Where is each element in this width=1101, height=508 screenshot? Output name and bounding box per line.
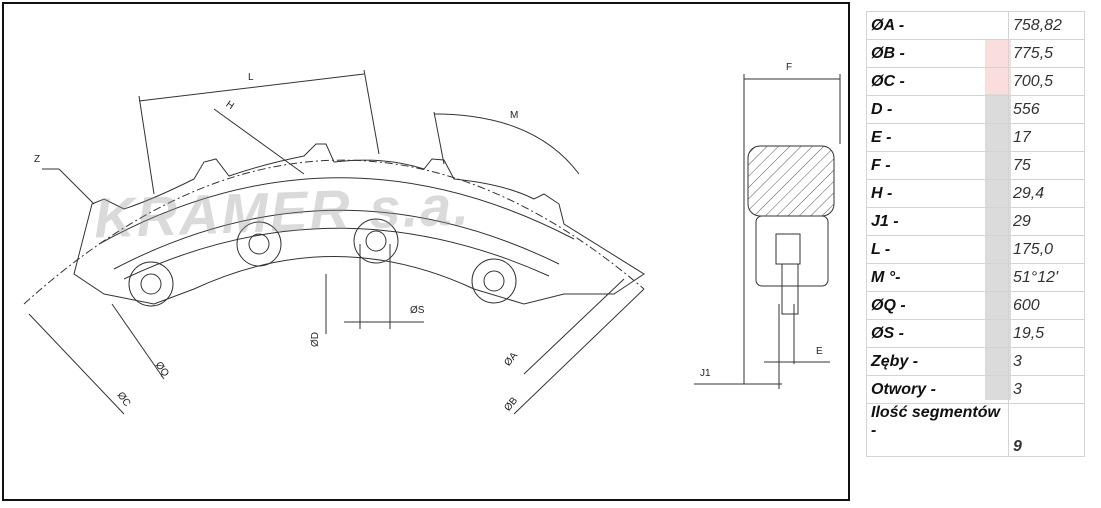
spec-key: Ilość segmentów - <box>866 403 1009 457</box>
spec-row: ØB -775,5 <box>866 39 1085 68</box>
spec-value: 17 <box>1008 123 1085 152</box>
spec-key: M °- <box>866 263 1009 292</box>
spec-row: ØC -700,5 <box>866 67 1085 96</box>
spec-value: 600 <box>1008 291 1085 320</box>
spec-key: Otwory - <box>866 375 1009 404</box>
spec-value: 175,0 <box>1008 235 1085 264</box>
dim-label-e: E <box>816 346 823 357</box>
spec-row: Otwory -3 <box>866 375 1085 404</box>
spec-key: ØB - <box>866 39 1009 68</box>
dim-label-z: Z <box>34 154 41 165</box>
spec-value: 758,82 <box>1008 11 1085 40</box>
watermark-logo: KRAMER s.a. <box>93 173 472 250</box>
spec-key: J1 - <box>866 207 1009 236</box>
spec-value: 775,5 <box>1008 39 1085 68</box>
technical-drawing: KRAMER s.a. L H M Z ØD ØS ØQ ØC ØA ØB F … <box>2 2 850 501</box>
dim-label-d: ØD <box>310 332 321 347</box>
spec-row: Zęby -3 <box>866 347 1085 376</box>
spec-row: F -75 <box>866 151 1085 180</box>
spec-row: ØS -19,5 <box>866 319 1085 348</box>
spec-row: Ilość segmentów -9 <box>866 403 1085 457</box>
spec-key: L - <box>866 235 1009 264</box>
spec-row: ØQ -600 <box>866 291 1085 320</box>
dim-label-j1: J1 <box>700 368 711 379</box>
spec-row: H -29,4 <box>866 179 1085 208</box>
spec-key: D - <box>866 95 1009 124</box>
spec-key: ØS - <box>866 319 1009 348</box>
spec-value: 556 <box>1008 95 1085 124</box>
spec-key: Zęby - <box>866 347 1009 376</box>
diameter-b-arc <box>23 159 645 305</box>
spec-row: M °-51°12' <box>866 263 1085 292</box>
spec-row: D -556 <box>866 95 1085 124</box>
dim-label-f: F <box>786 62 793 73</box>
spec-value: 75 <box>1008 151 1085 180</box>
segment-inner-arc-3 <box>123 227 550 280</box>
spec-key: H - <box>866 179 1009 208</box>
spec-key: E - <box>866 123 1009 152</box>
spec-key: F - <box>866 151 1009 180</box>
spec-row: J1 -29 <box>866 207 1085 236</box>
spec-key: ØQ - <box>866 291 1009 320</box>
spec-row: ØA -758,82 <box>866 11 1085 40</box>
dim-label-m: M <box>510 110 519 121</box>
spec-value: 3 <box>1008 375 1085 404</box>
spec-value: 9 <box>1008 403 1085 457</box>
spec-row: L -175,0 <box>866 235 1085 264</box>
spec-key: ØA - <box>866 11 1009 40</box>
spec-value: 700,5 <box>1008 67 1085 96</box>
spec-value: 3 <box>1008 347 1085 376</box>
spec-row: E -17 <box>866 123 1085 152</box>
segment-inner-arc <box>98 177 575 245</box>
spec-value: 29,4 <box>1008 179 1085 208</box>
bolt-holes <box>128 218 517 307</box>
dim-label-l: L <box>248 72 254 83</box>
spec-key: ØC - <box>866 67 1009 96</box>
spec-value: 29 <box>1008 207 1085 236</box>
dim-label-s: ØS <box>410 305 425 316</box>
segment-inner-arc-2 <box>113 209 560 270</box>
spec-value: 51°12' <box>1008 263 1085 292</box>
sprocket-segment-drawing <box>23 69 841 415</box>
spec-value: 19,5 <box>1008 319 1085 348</box>
